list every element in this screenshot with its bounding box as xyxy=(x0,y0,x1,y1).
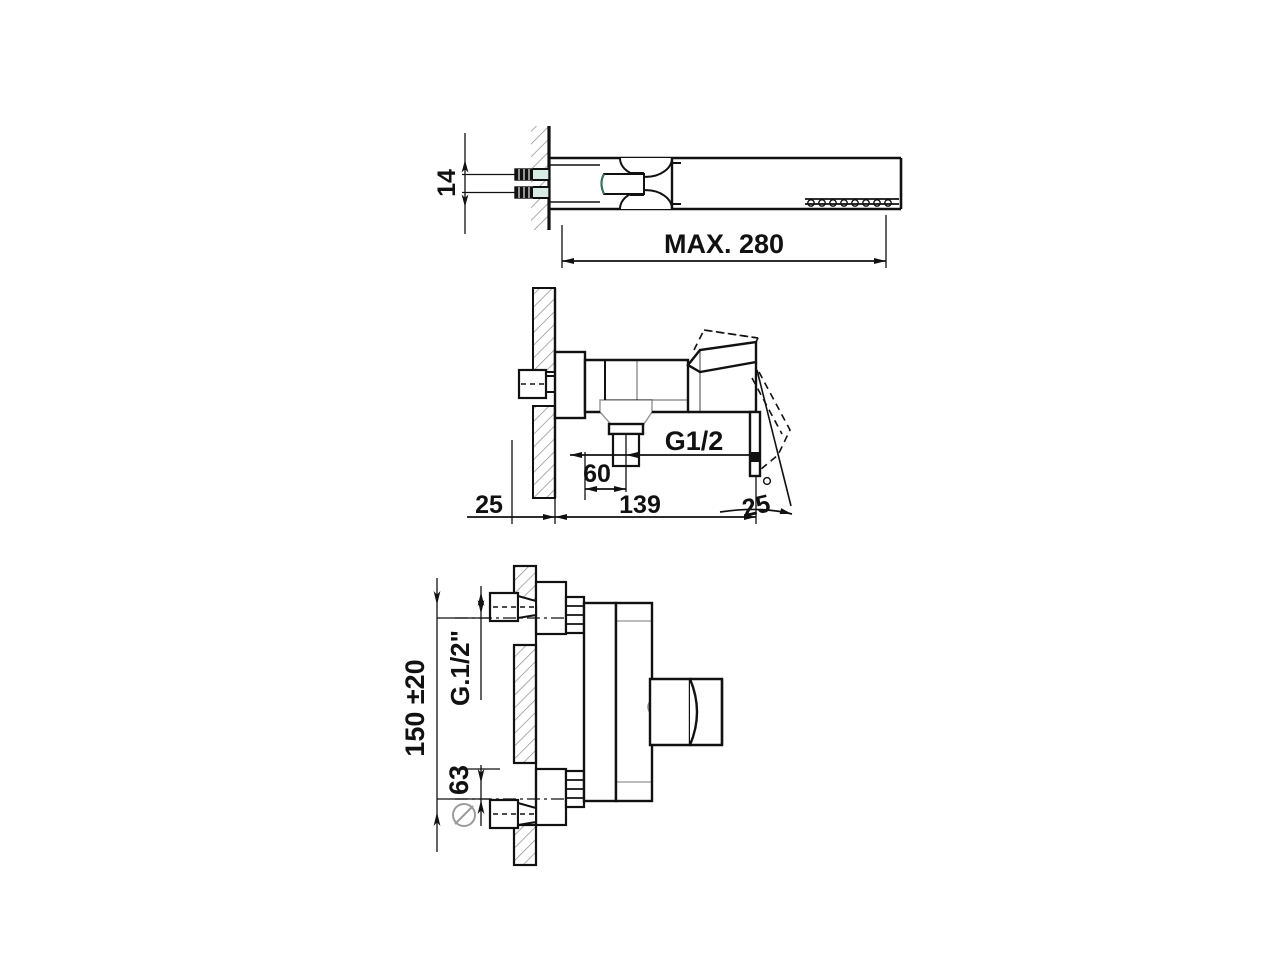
dimension-outlet-spacing-14: 14 xyxy=(433,133,469,234)
wall-plate-front xyxy=(512,606,538,825)
inlet-connectors-top xyxy=(462,168,550,199)
dim-label-14: 14 xyxy=(433,169,461,197)
front-view-mixer: 150 ±20 G.1/2" 63 xyxy=(400,564,724,867)
shower-swivel-joint xyxy=(600,157,681,210)
dimension-inlet-thread-g12: G.1/2" xyxy=(445,586,485,706)
eccentric-connector-front-top xyxy=(455,591,610,623)
eccentric-connector-front-bottom xyxy=(455,798,610,830)
mixer-body-side xyxy=(583,358,690,492)
dim-label-63: 63 xyxy=(444,765,474,795)
union-nut-front-bottom xyxy=(564,769,586,809)
union-nut-front-top xyxy=(564,595,586,635)
mixer-body-front xyxy=(582,601,654,803)
dimension-outlet-projection-60: 60 xyxy=(583,452,626,500)
outlet-spigot-front xyxy=(647,677,724,747)
side-view-mixer: 25 60 G1/2 25 139 xyxy=(467,287,793,524)
dimension-inlet-height-150: 150 ±20 xyxy=(400,578,490,852)
dim-label-g12-inlet: G.1/2" xyxy=(445,630,475,706)
dimension-chain-side: 25 139 xyxy=(467,440,757,524)
dimension-shower-length-280: MAX. 280 xyxy=(561,215,887,268)
dimension-outlet-thread-g12: G1/2 xyxy=(570,426,755,458)
shower-spray-face xyxy=(805,198,899,207)
dim-label-g12: G1/2 xyxy=(665,426,724,456)
dim-label-wall-offset-25: 25 xyxy=(475,491,503,519)
top-view-hand-shower: 14 xyxy=(433,126,903,268)
dim-label-max-280: MAX. 280 xyxy=(664,229,784,259)
eccentric-connector-side xyxy=(517,368,556,400)
lever-handle-open-dashed xyxy=(693,329,791,471)
hand-shower-body xyxy=(549,156,903,211)
escutcheon-side xyxy=(553,350,587,420)
dim-label-body-depth-139: 139 xyxy=(619,491,661,519)
diameter-symbol-icon xyxy=(452,803,476,827)
outlet-spigot-side xyxy=(599,399,653,492)
dimension-inlet-spacing-63: 63 xyxy=(444,765,500,827)
dim-label-150-tolerance: 150 ±20 xyxy=(400,659,430,756)
dim-label-60: 60 xyxy=(583,460,611,488)
lever-handle-side xyxy=(686,340,762,478)
